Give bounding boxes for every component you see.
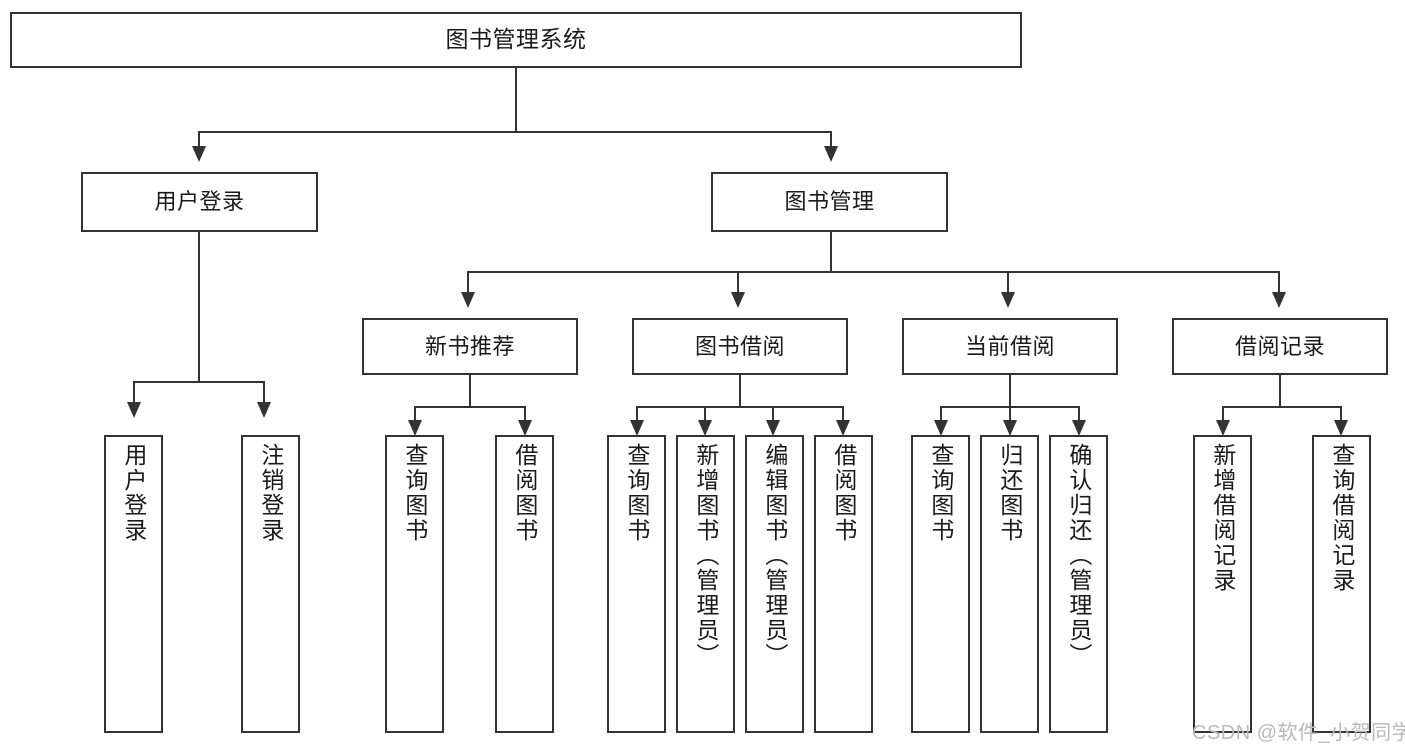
connector-bm-drop-4 — [1278, 271, 1280, 293]
connector-cb-drop-1 — [940, 406, 942, 422]
connector-book-management-bus — [467, 271, 1280, 273]
connector-cb-stem — [1009, 375, 1011, 407]
connector-bb-drop-4 — [842, 406, 844, 422]
leaf-cb-confirm-return-admin[interactable]: 确认归还（管理员） — [1049, 435, 1108, 733]
node-root-book-management-system[interactable]: 图书管理系统 — [10, 12, 1022, 68]
arrow-to-new-book-recommend — [461, 292, 475, 308]
leaf-logout[interactable]: 注销登录 — [241, 435, 300, 733]
arrow-to-leaf-br-2 — [1334, 420, 1348, 436]
connector-bb-stem — [739, 375, 741, 407]
connector-root-drop-left — [198, 131, 200, 147]
csdn-watermark: CSDN @软件_小贺同学 — [1192, 722, 1405, 744]
node-label: 新书推荐 — [424, 333, 515, 359]
arrow-to-leaf-br-1 — [1216, 420, 1230, 436]
connector-user-login-drop-2 — [263, 381, 265, 403]
leaf-bb-add-book-admin[interactable]: 新增图书（管理员） — [676, 435, 735, 733]
node-label: 归还图书 — [996, 443, 1023, 543]
connector-br-drop-1 — [1222, 406, 1224, 422]
node-label: 新增图书（管理员） — [692, 443, 719, 668]
connector-bm-drop-3 — [1007, 271, 1009, 293]
node-label: 借阅记录 — [1234, 333, 1325, 359]
leaf-bb-borrow-book[interactable]: 借阅图书 — [814, 435, 873, 733]
leaf-cb-query-book[interactable]: 查询图书 — [911, 435, 970, 733]
arrow-to-leaf-cb-2 — [1003, 420, 1017, 436]
node-label: 图书管理系统 — [445, 26, 587, 53]
node-label: 查询借阅记录 — [1328, 443, 1355, 593]
leaf-bb-query-book[interactable]: 查询图书 — [607, 435, 666, 733]
node-user-login[interactable]: 用户登录 — [81, 172, 318, 232]
node-label: 用户登录 — [154, 189, 245, 215]
connector-bm-drop-1 — [467, 271, 469, 293]
arrow-to-leaf-nbr-2 — [518, 420, 532, 436]
node-book-management[interactable]: 图书管理 — [711, 172, 948, 232]
arrow-to-borrow-record — [1272, 292, 1286, 308]
connector-br-bus — [1222, 406, 1342, 408]
node-label: 注销登录 — [257, 443, 284, 543]
connector-user-login-drop-1 — [133, 381, 135, 403]
node-label: 查询图书 — [927, 443, 954, 543]
connector-bm-drop-2 — [737, 271, 739, 293]
arrow-to-leaf-cb-1 — [934, 420, 948, 436]
connector-bb-drop-1 — [636, 406, 638, 422]
node-label: 借阅图书 — [830, 443, 857, 543]
leaf-br-query-record[interactable]: 查询借阅记录 — [1312, 435, 1371, 733]
arrow-to-leaf-bb-4 — [836, 420, 850, 436]
arrow-to-leaf-bb-2 — [698, 420, 712, 436]
connector-root-drop-right — [830, 131, 832, 147]
connector-br-stem — [1279, 375, 1281, 407]
node-current-borrow[interactable]: 当前借阅 — [902, 318, 1118, 375]
connector-bb-drop-3 — [772, 406, 774, 422]
connector-root-bus — [198, 131, 832, 133]
connector-user-login-stem — [198, 232, 200, 382]
leaf-bb-edit-book-admin[interactable]: 编辑图书（管理员） — [745, 435, 804, 733]
arrow-to-leaf-bb-3 — [766, 420, 780, 436]
leaf-nbr-borrow-book[interactable]: 借阅图书 — [495, 435, 554, 733]
arrow-to-book-borrow — [731, 292, 745, 308]
node-label: 确认归还（管理员） — [1065, 443, 1092, 668]
node-new-book-recommend[interactable]: 新书推荐 — [362, 318, 578, 375]
leaf-user-login[interactable]: 用户登录 — [104, 435, 163, 733]
arrow-to-leaf-bb-1 — [630, 420, 644, 436]
node-label: 查询图书 — [401, 443, 428, 543]
node-book-borrow[interactable]: 图书借阅 — [632, 318, 848, 375]
arrow-to-leaf-nbr-1 — [408, 420, 422, 436]
node-label: 编辑图书（管理员） — [761, 443, 788, 668]
connector-nbr-stem — [469, 375, 471, 407]
connector-user-login-bus — [133, 381, 265, 383]
node-label: 查询图书 — [623, 443, 650, 543]
node-label: 图书借阅 — [694, 333, 785, 359]
arrow-to-current-borrow — [1001, 292, 1015, 308]
connector-bb-drop-2 — [704, 406, 706, 422]
node-label: 图书管理 — [784, 189, 875, 215]
leaf-nbr-query-book[interactable]: 查询图书 — [385, 435, 444, 733]
leaf-cb-return-book[interactable]: 归还图书 — [980, 435, 1039, 733]
connector-nbr-drop-2 — [524, 406, 526, 422]
connector-bb-bus — [636, 406, 844, 408]
arrow-to-leaf-user-login — [127, 402, 141, 418]
connector-cb-drop-3 — [1078, 406, 1080, 422]
leaf-br-add-record[interactable]: 新增借阅记录 — [1193, 435, 1252, 733]
connector-br-drop-2 — [1340, 406, 1342, 422]
node-label: 借阅图书 — [511, 443, 538, 543]
arrow-to-leaf-logout — [257, 402, 271, 418]
arrow-to-user-login — [192, 146, 206, 162]
node-borrow-record[interactable]: 借阅记录 — [1172, 318, 1388, 375]
node-label: 新增借阅记录 — [1209, 443, 1236, 593]
connector-nbr-bus — [414, 406, 526, 408]
connector-book-management-stem — [830, 232, 832, 272]
connector-nbr-drop-1 — [414, 406, 416, 422]
node-label: 当前借阅 — [964, 333, 1055, 359]
connector-root-stem — [515, 68, 517, 132]
connector-cb-drop-2 — [1009, 406, 1011, 422]
arrow-to-leaf-cb-3 — [1072, 420, 1086, 436]
arrow-to-book-management — [824, 146, 838, 162]
node-label: 用户登录 — [120, 443, 147, 543]
